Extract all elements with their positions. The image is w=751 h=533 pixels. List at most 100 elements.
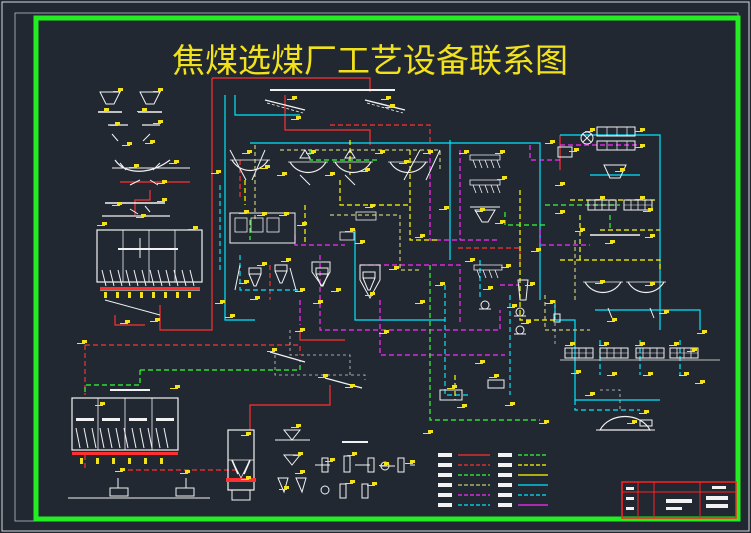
equipment-tag: [250, 296, 260, 300]
equipment-tag: [483, 286, 493, 290]
flotation-cells: [469, 154, 529, 301]
equipment-tag: [495, 220, 505, 224]
equipment-tag: [669, 342, 679, 346]
equipment-tag: [415, 300, 425, 304]
equipment-tag: [585, 128, 595, 132]
equipment-tag: [607, 372, 617, 376]
raw-coal-screening: [98, 91, 190, 215]
equipment-tag: [389, 266, 399, 270]
raw-coal-bunker: [96, 229, 203, 316]
drawing-border: [33, 15, 741, 522]
equipment-tag: [180, 470, 190, 474]
product-silo: [226, 429, 256, 501]
equipment-tag: [607, 318, 617, 322]
equipment-tag: [153, 120, 163, 124]
dense-medium-unit: [229, 211, 381, 300]
equipment-tag: [129, 164, 139, 168]
equipment-tag: [345, 384, 355, 388]
equipment-tag: [495, 150, 505, 154]
equipment-tag: [157, 198, 167, 202]
equipment-tag: [585, 392, 595, 396]
equipment-tag: [687, 348, 697, 352]
equipment-tag: [150, 318, 160, 322]
equipment-tag: [293, 452, 303, 456]
equipment-tag: [569, 148, 579, 152]
equipment-tag: [325, 172, 335, 176]
equipment-tag: [697, 330, 707, 334]
equipment-tag: [381, 96, 391, 100]
equipment-tag: [318, 374, 328, 378]
equipment-tag: [457, 404, 467, 408]
equipment-tag: [169, 160, 179, 164]
equipment-tag: [475, 360, 485, 364]
diagram-title: 焦煤选煤厂工艺设备联系图: [172, 41, 568, 80]
equipment-tag: [267, 348, 277, 352]
clean-coal-bunker: [68, 389, 210, 499]
equipment-tag: [643, 372, 653, 376]
equipment-tag: [325, 458, 335, 462]
equipment-tag: [639, 410, 649, 414]
legend: [438, 453, 548, 507]
equipment-tag: [525, 282, 535, 286]
belt-conveyors: [102, 89, 395, 389]
equipment-tag: [188, 226, 198, 230]
equipment-tag: [295, 328, 305, 332]
equipment-tag: [635, 342, 645, 346]
equipment-tag: [555, 182, 565, 186]
equipment-tag: [505, 402, 515, 406]
equipment-tag: [287, 96, 297, 100]
equipment-tag: [545, 140, 555, 144]
title-block: [621, 481, 737, 519]
equipment-tag: [360, 168, 370, 172]
equipment-tag: [291, 116, 301, 120]
equipment-tag: [153, 88, 163, 92]
equipment-tag: [645, 282, 655, 286]
equipment-tag: [170, 385, 180, 389]
equipment-tag: [605, 240, 615, 244]
equipment-tag: [695, 380, 705, 384]
equipment-tag: [115, 468, 125, 472]
equipment-tag: [281, 258, 291, 262]
equipment-tag: [355, 240, 365, 244]
equipment-tag: [277, 172, 287, 176]
equipment-tag: [423, 430, 433, 434]
equipment-tag: [497, 176, 507, 180]
equipment-tag: [77, 340, 87, 344]
equipment-tag: [95, 402, 105, 406]
equipment-tag: [313, 300, 323, 304]
equipment-tag: [347, 452, 357, 456]
equipment-tag: [439, 206, 449, 210]
valve-symbols: [275, 429, 415, 499]
equipment-tag: [575, 228, 585, 232]
equipment-tag: [279, 486, 289, 490]
equipment-tag: [225, 314, 235, 318]
equipment-tag: [645, 234, 655, 238]
equipment-tag: [345, 480, 355, 484]
equipment-tag: [122, 142, 132, 146]
equipment-tag: [295, 470, 305, 474]
equipment-tag: [423, 150, 433, 154]
equipment-tag: [539, 420, 549, 424]
equipment-tag: [545, 300, 555, 304]
equipment-tag: [120, 320, 130, 324]
equipment-tag: [435, 282, 445, 286]
equipment-tag: [379, 462, 389, 466]
equipment-tag: [306, 150, 316, 154]
equipment-tag: [627, 420, 637, 424]
equipment-tag: [489, 374, 499, 378]
equipment-tag: [215, 300, 225, 304]
equipment-tag: [257, 262, 267, 266]
filter-press-area: [557, 126, 667, 294]
equipment-tag: [375, 150, 385, 154]
equipment-tag: [113, 88, 123, 92]
equipment-tag: [242, 150, 252, 154]
equipment-tag: [345, 228, 355, 232]
equipment-tag: [97, 222, 107, 226]
classifying-screens: [229, 99, 441, 186]
equipment-tag: [241, 432, 251, 436]
equipment-tag: [465, 258, 475, 262]
equipment-tag: [415, 234, 425, 238]
equipment-tag: [507, 304, 517, 308]
